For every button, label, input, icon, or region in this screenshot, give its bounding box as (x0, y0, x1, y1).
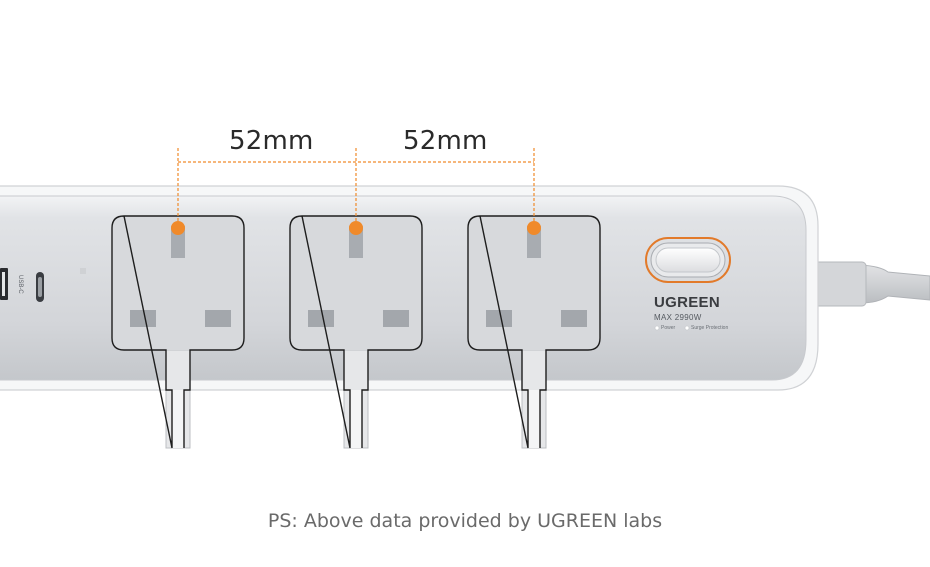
socket-2 (289, 215, 423, 449)
live-slot-3 (486, 310, 512, 327)
usb-ports (0, 268, 86, 302)
plug-outline-1 (111, 215, 245, 449)
usb-c-port-label: USB-C (17, 275, 23, 294)
plug-outline-2 (289, 215, 423, 449)
socket-3 (467, 215, 601, 449)
power-indicator-label: Power (661, 325, 676, 331)
surge-indicator-label: Surge Protection (691, 325, 729, 331)
power-cable (789, 261, 930, 307)
max-power-label: MAX 2990W (654, 313, 702, 322)
caption: PS: Above data provided by UGREEN labs (267, 510, 663, 532)
surge-indicator-icon (684, 325, 690, 331)
brand-logo: UGREEN (654, 294, 720, 311)
plug-outline-3 (467, 215, 601, 449)
pin-marker-3 (527, 221, 541, 235)
socket-1 (111, 215, 245, 449)
neutral-slot-3 (561, 310, 587, 327)
dimension-lines (177, 148, 535, 226)
spacing-label-1: 52mm (229, 126, 314, 156)
neutral-slot-2 (383, 310, 409, 327)
power-indicator-icon (654, 325, 660, 331)
live-slot-2 (308, 310, 334, 327)
socket-group (111, 215, 601, 449)
spacing-label-2: 52mm (403, 126, 488, 156)
pin-marker-2 (349, 221, 363, 235)
live-slot-1 (130, 310, 156, 327)
power-switch[interactable] (645, 237, 731, 283)
neutral-slot-1 (205, 310, 231, 327)
pin-marker-1 (171, 221, 185, 235)
